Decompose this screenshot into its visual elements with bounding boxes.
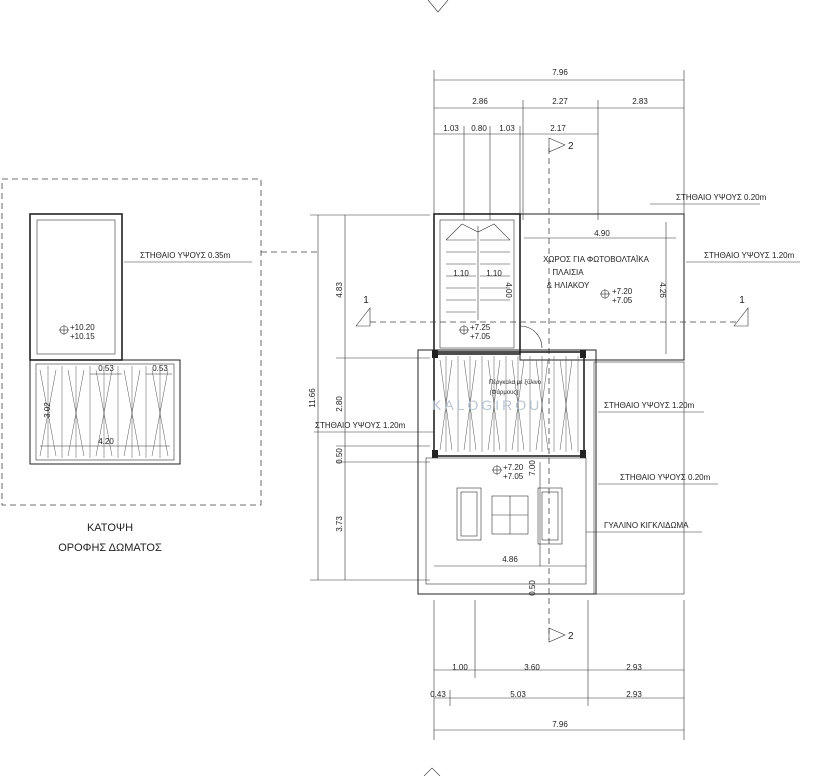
dim-bottom-row2-c: 2.93 <box>626 690 642 699</box>
label-parapet-035: ΣΤΗΘΑΙΟ ΥΨΟΥΣ 0.35m <box>140 251 231 260</box>
dim-roof-w1: 0.53 <box>98 364 114 373</box>
dim-top-row3-a: 1.03 <box>443 124 459 133</box>
dim-roof-h: 3.02 <box>43 402 52 418</box>
section-1-left-label: 1 <box>363 295 369 306</box>
dim-bottom-row1-c: 2.93 <box>626 663 642 672</box>
dim-terrace-h: 7.00 <box>528 460 537 476</box>
roof-plan: ΣΤΗΘΑΙΟ ΥΨΟΥΣ 0.35m +10.20 +10.15 0.53 0… <box>1 178 318 554</box>
label-parapet-120-right: ΣΤΗΘΑΙΟ ΥΨΟΥΣ 1.20m <box>704 251 795 260</box>
level-marker-roof: +10.20 +10.15 <box>59 323 95 341</box>
pergola-label-line1: Πέργκολα με ξύλινο <box>489 379 542 386</box>
dim-terrace-w: 4.86 <box>502 555 518 564</box>
watermark: KALOGIROU <box>432 397 542 413</box>
level-marker-pv: +7.20 +7.05 <box>600 287 633 305</box>
dim-roof-w: 4.20 <box>98 437 114 446</box>
top-dimension-chains: 7.96 2.86 2.27 2.83 1.03 0.80 1.03 2.17 <box>433 68 685 220</box>
dim-bottom-row1-b: 3.60 <box>524 663 540 672</box>
dim-left-a: 4.83 <box>335 282 344 298</box>
terrace-outline <box>417 349 597 595</box>
dim-top-row3-b: 0.80 <box>471 124 487 133</box>
stair-treads <box>445 223 511 320</box>
dim-left-b: 2.80 <box>335 396 344 412</box>
level-terrace-bottom: +7.05 <box>503 472 524 481</box>
north-arrow-bottom <box>423 767 441 776</box>
dim-top-row2-b: 2.27 <box>552 97 568 106</box>
level-pv-bottom: +7.05 <box>612 296 633 305</box>
label-parapet-120-mid: ΣΤΗΘΑΙΟ ΥΨΟΥΣ 1.20m <box>604 401 695 410</box>
dim-pv-width: 4.90 <box>594 229 610 238</box>
dim-top-total: 7.96 <box>552 68 568 77</box>
dim-bottom-row2-b: 5.03 <box>510 690 526 699</box>
dim-left-c: 0.50 <box>335 448 344 464</box>
dim-terrace-bottom: 0.50 <box>528 580 537 596</box>
dim-bottom-total: 7.96 <box>552 720 568 729</box>
dim-pv-height: 4.26 <box>658 282 667 298</box>
dim-left-total: 11.66 <box>308 388 317 408</box>
level-roof-bottom: +10.15 <box>70 332 95 341</box>
plan-title-line1: ΚΑΤΟΨΗ <box>87 522 133 534</box>
level-stair-bottom: +7.05 <box>470 332 491 341</box>
label-parapet-020-top: ΣΤΗΘΑΙΟ ΥΨΟΥΣ 0.20m <box>676 193 767 202</box>
pergola <box>433 351 585 457</box>
north-arrow-top <box>427 0 449 13</box>
level-pv-top: +7.20 <box>612 287 633 296</box>
dim-top-row3-c: 1.03 <box>499 124 515 133</box>
pv-label-line2: ΠΛΑΙΣΙΑ <box>552 268 584 277</box>
dim-left-d: 3.73 <box>335 516 344 532</box>
bottom-dimension-chains: 1.00 3.60 2.93 0.43 5.03 2.93 7.96 <box>430 600 685 740</box>
label-glass-railing: ΓΥΑΛΙΝΟ ΚΙΓΚΛΙΔΩΜΑ <box>604 521 689 530</box>
section-1-right-label: 1 <box>739 295 745 306</box>
main-plan: 1.10 1.10 4.00 4.90 4.26 ΧΩΡΟΣ ΓΙΑ ΦΩΤΟΒ… <box>314 137 800 643</box>
pv-label-line3: & ΗΛΙΑΚΟΥ <box>547 281 590 290</box>
dim-top-row3-d: 2.17 <box>550 124 566 133</box>
level-roof-top: +10.20 <box>70 323 95 332</box>
label-parapet-020-bottom: ΣΤΗΘΑΙΟ ΥΨΟΥΣ 0.20m <box>620 473 711 482</box>
label-parapet-120-left: ΣΤΗΘΑΙΟ ΥΨΟΥΣ 1.20m <box>315 421 406 430</box>
pergola-label-line2: (Φάρμους) <box>490 389 519 396</box>
level-marker-terrace: +7.20 +7.05 <box>492 463 524 481</box>
dim-stair-w1: 1.10 <box>453 269 469 278</box>
dim-top-row2-c: 2.83 <box>632 97 648 106</box>
dim-stair-w2: 1.10 <box>486 269 502 278</box>
terrace-furniture <box>456 487 563 545</box>
roof-plan-frame <box>1 178 262 506</box>
dim-top-row2-a: 2.86 <box>472 97 488 106</box>
section-2-bottom-label: 2 <box>568 631 574 642</box>
section-2-top-label: 2 <box>568 141 574 152</box>
dim-bottom-row2-a: 0.43 <box>430 690 446 699</box>
left-dimension-chain: 11.66 4.83 2.80 0.50 3.73 <box>308 214 430 581</box>
dim-stair-h: 4.00 <box>504 282 513 298</box>
pergola-hatch <box>439 356 579 452</box>
plan-title-line2: ΟΡΟΦΗΣ ΔΩΜΑΤΟΣ <box>58 542 162 554</box>
pv-label-line1: ΧΩΡΟΣ ΓΙΑ ΦΩΤΟΒΟΛΤΑΪΚΑ <box>543 255 649 264</box>
dim-roof-w2: 0.53 <box>152 364 168 373</box>
dim-bottom-row1-a: 1.00 <box>452 663 468 672</box>
level-terrace-top: +7.20 <box>503 463 524 472</box>
level-marker-stair: +7.25 +7.05 <box>459 323 491 341</box>
level-stair-top: +7.25 <box>470 323 491 332</box>
roof-pergola-hatch <box>39 366 169 458</box>
